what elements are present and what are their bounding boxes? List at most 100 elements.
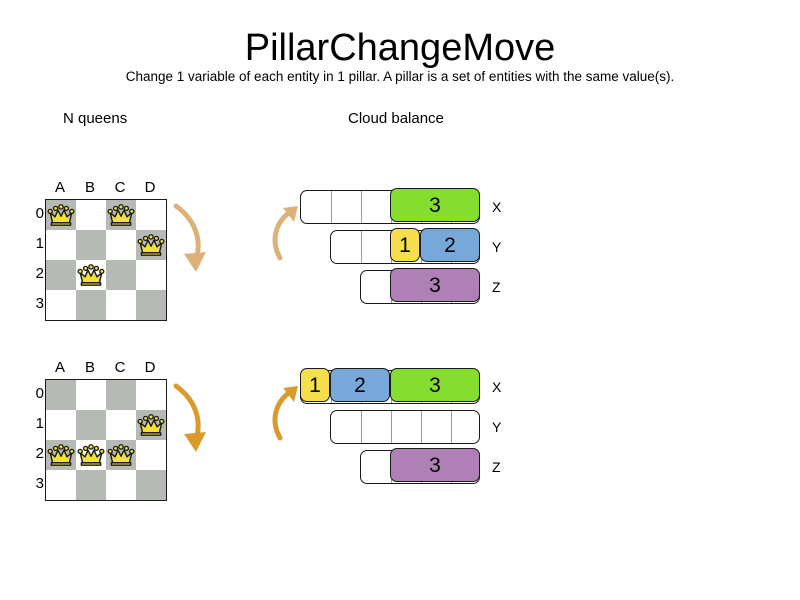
- board-cell[interactable]: [76, 440, 106, 470]
- board-cell[interactable]: [106, 410, 136, 440]
- section-caption-cloud: Cloud balance: [348, 110, 444, 127]
- process-value: 3: [429, 373, 441, 397]
- queen-icon: [77, 264, 105, 286]
- process-value: 1: [309, 373, 321, 397]
- computer-label: X: [492, 379, 502, 395]
- queen-icon: [107, 204, 135, 226]
- capacity-slot-divider: [361, 191, 362, 223]
- board-cell[interactable]: [76, 290, 106, 320]
- computer-label: X: [492, 199, 502, 215]
- process-block[interactable]: 3: [390, 368, 480, 403]
- up-curve-arrow: [272, 206, 298, 261]
- board-cell[interactable]: [106, 290, 136, 320]
- chess-board: [45, 199, 167, 321]
- computer-label: Y: [492, 239, 502, 255]
- board-cell[interactable]: [46, 380, 76, 410]
- down-curve-arrow: [173, 203, 206, 272]
- process-block[interactable]: 2: [330, 368, 390, 403]
- board-cell[interactable]: [76, 380, 106, 410]
- up-curve-arrow: [272, 386, 298, 441]
- board-row-label: 3: [35, 475, 44, 492]
- board-cell[interactable]: [76, 200, 106, 230]
- capacity-slot-divider: [361, 231, 362, 263]
- board-cell[interactable]: [46, 440, 76, 470]
- computer-label: Z: [492, 459, 501, 475]
- capacity-slot-divider: [451, 411, 452, 443]
- board-row-label: 1: [35, 415, 44, 432]
- queen-icon: [107, 444, 135, 466]
- board-cell[interactable]: [136, 200, 166, 230]
- board-column-label: C: [114, 179, 126, 196]
- board-column-label: D: [144, 359, 156, 376]
- process-value: 1: [399, 233, 411, 257]
- board-column-label: C: [114, 359, 126, 376]
- page-subtitle: Change 1 variable of each entity in 1 pi…: [125, 69, 675, 84]
- board-row-label: 2: [35, 265, 44, 282]
- board-row-label: 2: [35, 445, 44, 462]
- board-column-label: B: [84, 359, 95, 376]
- queen-icon: [77, 444, 105, 466]
- chess-board: [45, 379, 167, 501]
- process-value: 3: [429, 193, 441, 217]
- process-value: 2: [444, 233, 456, 257]
- board-cell[interactable]: [46, 290, 76, 320]
- process-block[interactable]: 3: [390, 188, 480, 223]
- board-cell[interactable]: [106, 230, 136, 260]
- queen-icon: [137, 414, 165, 436]
- board-cell[interactable]: [136, 380, 166, 410]
- board-cell[interactable]: [106, 380, 136, 410]
- board-cell[interactable]: [46, 410, 76, 440]
- computer-label: Z: [492, 279, 501, 295]
- capacity-slot-divider: [391, 411, 392, 443]
- board-cell[interactable]: [136, 470, 166, 500]
- board-cell[interactable]: [136, 230, 166, 260]
- board-cell[interactable]: [136, 290, 166, 320]
- process-value: 2: [354, 373, 366, 397]
- capacity-slot-divider: [331, 191, 332, 223]
- board-cell[interactable]: [136, 410, 166, 440]
- board-cell[interactable]: [106, 200, 136, 230]
- process-block[interactable]: 2: [420, 228, 480, 263]
- process-value: 3: [429, 273, 441, 297]
- section-caption-nqueens: N queens: [63, 110, 128, 127]
- board-cell[interactable]: [46, 470, 76, 500]
- process-block[interactable]: 1: [300, 368, 330, 403]
- computer-label: Y: [492, 419, 502, 435]
- board-cell[interactable]: [46, 260, 76, 290]
- board-cell[interactable]: [106, 440, 136, 470]
- board-column-label: D: [144, 179, 156, 196]
- capacity-slot-divider: [361, 411, 362, 443]
- board-column-label: A: [54, 179, 65, 196]
- process-value: 3: [429, 453, 441, 477]
- board-cell[interactable]: [136, 440, 166, 470]
- down-curve-arrow: [173, 383, 206, 452]
- board-row-label: 1: [35, 235, 44, 252]
- board-cell[interactable]: [46, 230, 76, 260]
- board-grid: A B C D 0 1 2 3: [30, 178, 167, 321]
- page-title: PillarChangeMove: [244, 27, 556, 69]
- queen-icon: [137, 234, 165, 256]
- nqueens-board-after: A B C D 0 1 2 3: [30, 358, 167, 501]
- board-column-label: A: [54, 359, 65, 376]
- process-block[interactable]: 3: [390, 268, 480, 303]
- process-block[interactable]: 1: [390, 228, 420, 263]
- board-cell[interactable]: [106, 470, 136, 500]
- computer-capacity-bar[interactable]: [330, 410, 480, 444]
- process-block[interactable]: 3: [390, 448, 480, 483]
- board-row-label: 0: [35, 205, 44, 222]
- board-column-label: B: [84, 179, 95, 196]
- board-grid: A B C D 0 1 2 3: [30, 358, 167, 501]
- board-row-label: 3: [35, 295, 44, 312]
- board-cell[interactable]: [76, 470, 106, 500]
- board-cell[interactable]: [136, 260, 166, 290]
- board-cell[interactable]: [76, 260, 106, 290]
- board-cell[interactable]: [106, 260, 136, 290]
- queen-icon: [47, 444, 75, 466]
- board-cell[interactable]: [46, 200, 76, 230]
- capacity-slot-divider: [421, 411, 422, 443]
- nqueens-board-before: A B C D 0 1 2 3: [30, 178, 167, 321]
- board-cell[interactable]: [76, 230, 106, 260]
- queen-icon: [47, 204, 75, 226]
- board-cell[interactable]: [76, 410, 106, 440]
- board-row-label: 0: [35, 385, 44, 402]
